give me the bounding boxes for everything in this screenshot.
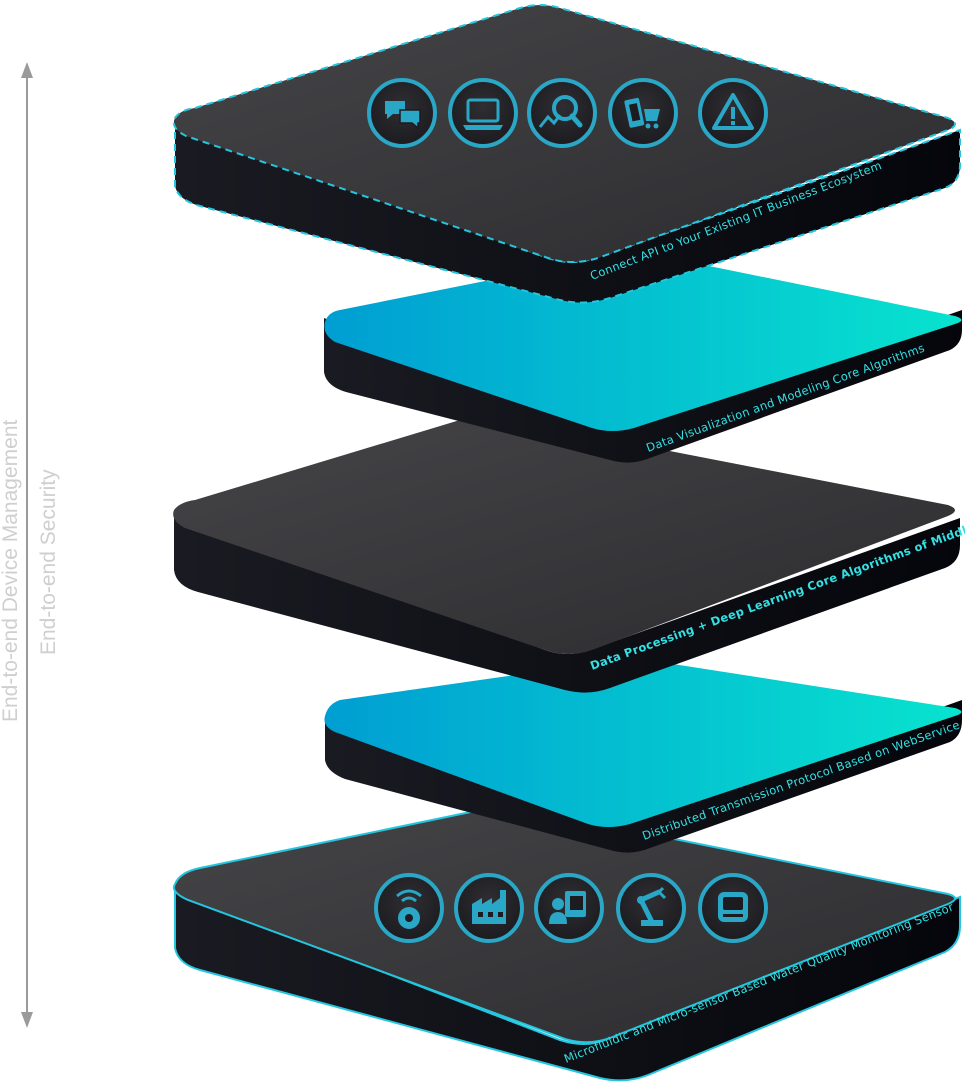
vertical-double-arrow	[21, 62, 33, 1028]
analytics-search-icon	[527, 78, 597, 148]
layer-sensor-side	[174, 890, 961, 1082]
layer-api-side	[174, 118, 961, 304]
layer-processing-top	[173, 416, 955, 654]
laptop-icon	[448, 78, 518, 148]
device-management-label: End-to-end Device Management	[0, 419, 22, 722]
warning-icon	[698, 78, 768, 148]
layer-transmission-top	[324, 658, 962, 827]
layer-processing: Data Processing + Deep Learning Core Alg…	[173, 416, 965, 693]
wireless-gear-icon	[374, 873, 444, 943]
operator-icon	[534, 873, 604, 943]
layer-api: Connect API to Your Existing IT Business…	[172, 4, 961, 304]
robot-arm-icon	[616, 873, 686, 943]
layer-transmission-side	[325, 700, 962, 853]
security-label: End-to-end Security	[37, 469, 60, 655]
device-icon	[698, 873, 768, 943]
layer-sensor: Microfluidic and Micro-sensor Based Wate…	[172, 805, 961, 1082]
layer-processing-side	[174, 512, 960, 693]
factory-icon	[454, 873, 524, 943]
mobile-cart-icon	[608, 78, 678, 148]
chat-icon	[367, 78, 437, 148]
layer-visualization-top	[324, 252, 962, 431]
layer-visualization-side	[324, 310, 962, 463]
